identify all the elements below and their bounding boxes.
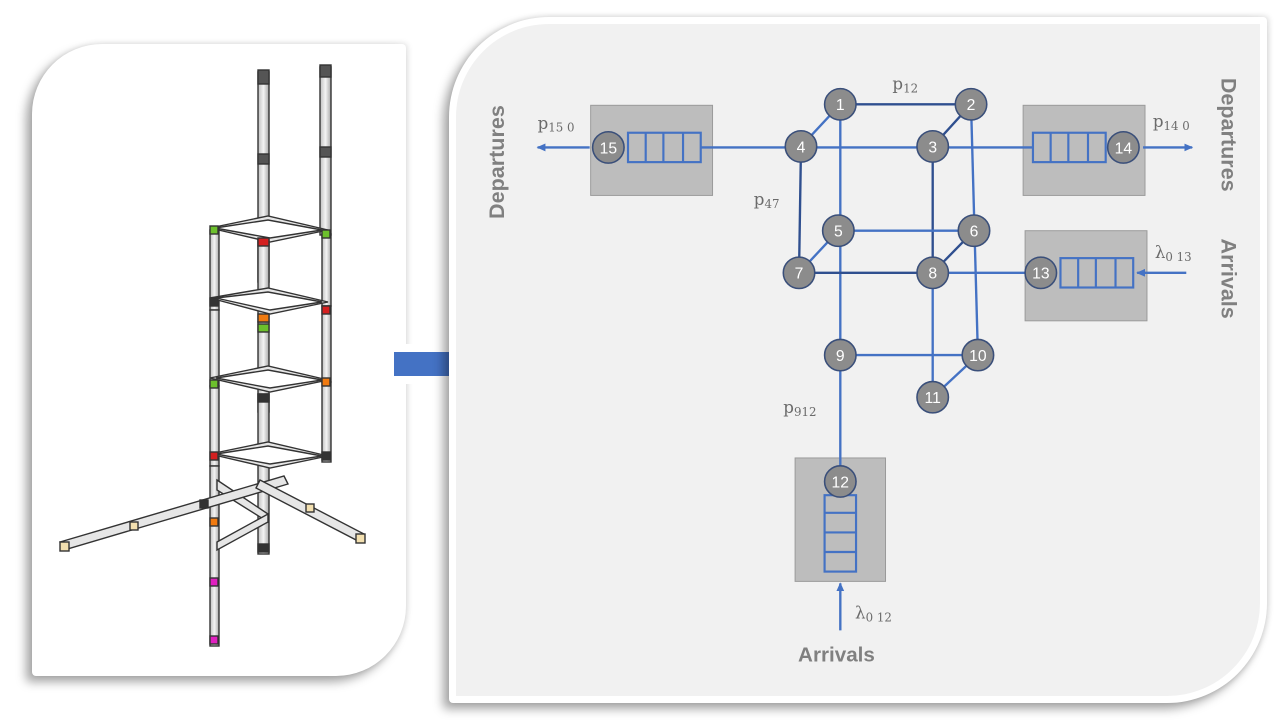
- node-5: 5: [821, 214, 855, 248]
- node-12: 12: [823, 465, 857, 498]
- node-3: 3: [916, 129, 950, 163]
- node-label-7: 7: [795, 266, 804, 283]
- node-13: 13: [1024, 256, 1058, 290]
- prob-label-p47: p47: [754, 190, 780, 211]
- node-7: 7: [782, 256, 816, 290]
- node-15: 15: [591, 130, 625, 164]
- node-label-6: 6: [970, 224, 979, 241]
- node-label-13: 13: [1032, 266, 1050, 283]
- node-label-3: 3: [928, 139, 937, 156]
- node-6: 6: [957, 214, 991, 248]
- node-label-14: 14: [1115, 140, 1133, 157]
- node-9: 9: [823, 338, 857, 372]
- link-4-7: [797, 146, 803, 273]
- node-label-12: 12: [832, 474, 849, 491]
- node-8: 8: [916, 256, 950, 290]
- rate-label-l013: λ0 13: [1155, 243, 1192, 264]
- node-label-4: 4: [797, 139, 806, 156]
- departures-left-label: Departures: [484, 105, 509, 219]
- node-label-15: 15: [600, 140, 618, 157]
- node-label-11: 11: [925, 390, 941, 407]
- prob-label-p12: p12: [892, 75, 918, 96]
- node-label-5: 5: [834, 224, 843, 241]
- rate-label-l012: λ0 12: [855, 604, 892, 625]
- node-4: 4: [784, 129, 818, 163]
- scaffold-structure-drawing: [58, 64, 366, 647]
- node-label-2: 2: [967, 97, 976, 114]
- node-label-9: 9: [836, 348, 845, 365]
- prob-label-p140: p14 0: [1153, 112, 1190, 133]
- node-11: 11: [916, 380, 950, 414]
- node-label-8: 8: [928, 266, 937, 283]
- arrivals-right-label: Arrivals: [1217, 239, 1242, 319]
- scaffold-structure-panel: [32, 44, 406, 676]
- node-14: 14: [1106, 130, 1140, 164]
- node-label-10: 10: [969, 348, 987, 365]
- node-10: 10: [961, 338, 995, 372]
- node-2: 2: [954, 87, 988, 121]
- arrivals-bottom-label: Arrivals: [798, 644, 875, 667]
- departures-right-label: Departures: [1217, 78, 1242, 192]
- node-label-1: 1: [836, 97, 845, 114]
- network-links: [700, 103, 1041, 482]
- prob-label-p150: p15 0: [538, 114, 575, 135]
- prob-label-p912: p912: [783, 398, 816, 419]
- node-1: 1: [823, 87, 857, 121]
